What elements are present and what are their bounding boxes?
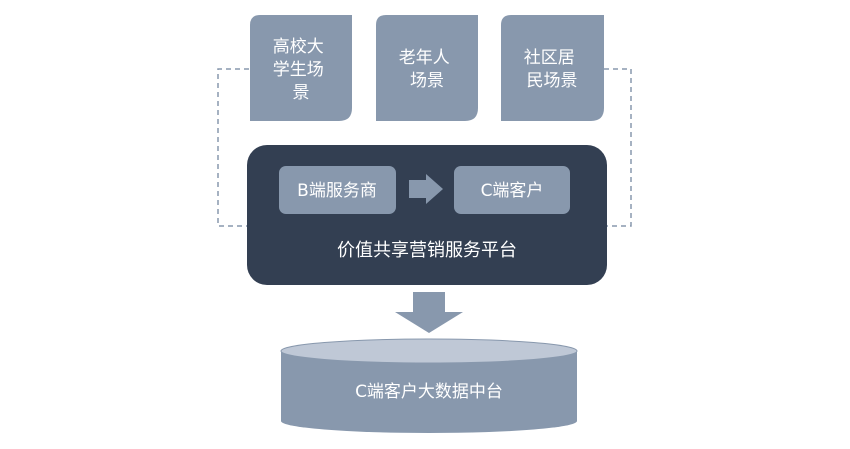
scenario-box-community-shape (501, 15, 604, 121)
scenario-community-line-1: 社区居 (524, 48, 575, 68)
scenario-box-university-shape (250, 15, 352, 121)
platform-title: 价值共享营销服务平台 (337, 240, 517, 261)
scenario-university-line-2: 学生场 (273, 60, 324, 80)
down-arrow-icon (395, 292, 463, 333)
svg-text:社区居 民场景: 社区居 民场景 (524, 48, 580, 91)
dashed-connector-right (604, 68, 632, 227)
scenario-community-line-2: 民场景 (527, 71, 578, 91)
platform-box: B端服务商 C端客户 价值共享营销服务平台 (247, 145, 607, 285)
scenario-elderly-line-1: 老年人 (399, 48, 450, 68)
data-center-cylinder: C端客户大数据中台 (280, 338, 578, 433)
cylinder-top (280, 338, 578, 364)
cylinder-body (281, 351, 577, 433)
svg-text:高校大 学生场 景: 高校大 学生场 景 (273, 37, 329, 103)
scenario-box-elderly: 老年人 场景 (376, 15, 478, 121)
dashed-connector-left (217, 68, 250, 227)
b-side-label: B端服务商 (297, 181, 377, 201)
scenario-elderly-line-2: 场景 (410, 71, 444, 91)
b-side-box (279, 166, 396, 214)
right-arrow-icon (409, 174, 443, 204)
scenario-box-elderly-shape (376, 15, 478, 121)
data-center-label: C端客户大数据中台 (355, 382, 503, 402)
scenario-box-community: 社区居 民场景 (501, 15, 604, 121)
svg-text:老年人 场景: 老年人 场景 (399, 48, 455, 91)
c-side-box (454, 166, 570, 214)
scenario-university-line-1: 高校大 (273, 37, 324, 57)
c-side-label: C端客户 (481, 181, 544, 201)
scenario-university-line-3: 景 (293, 83, 310, 103)
scenario-box-university: 高校大 学生场 景 (250, 15, 352, 121)
